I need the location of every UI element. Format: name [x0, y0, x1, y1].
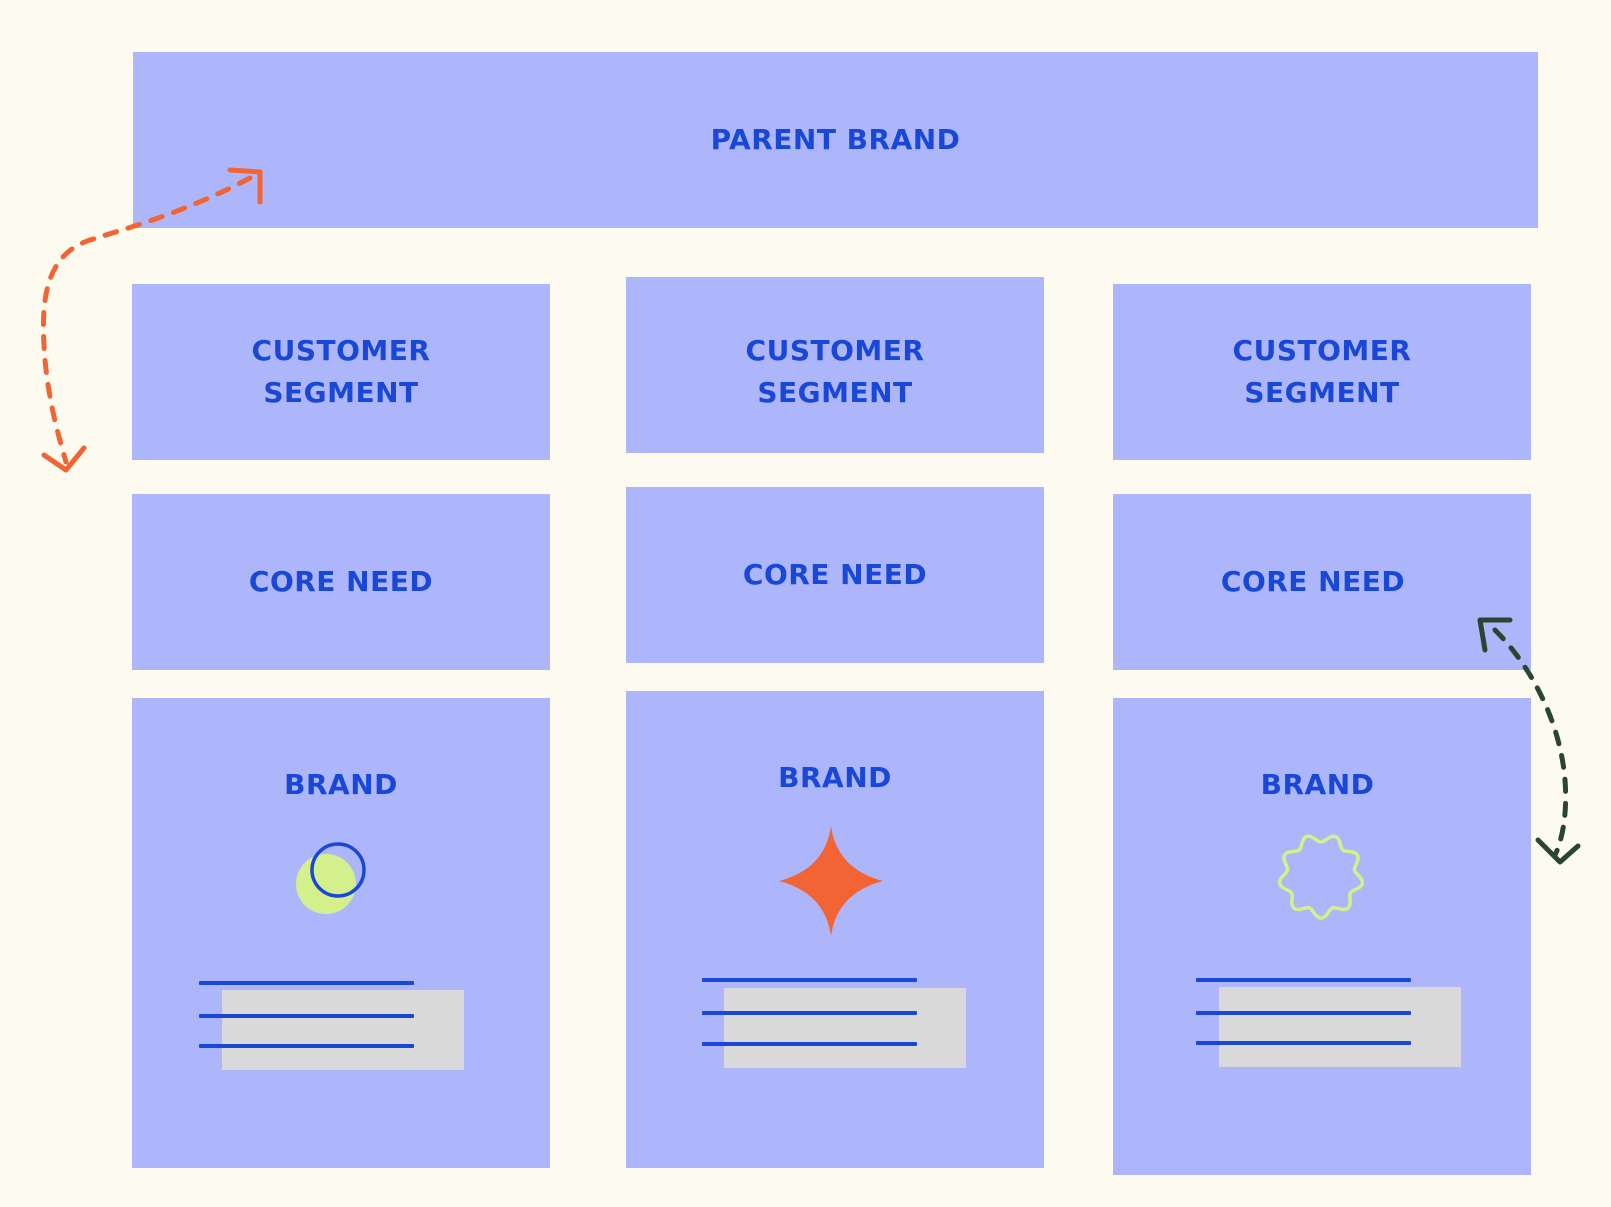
customer-segment-box-1: CUSTOMER SEGMENT — [132, 284, 550, 460]
customer-segment-label: CUSTOMER SEGMENT — [1233, 330, 1412, 414]
core-need-box-1: CORE NEED — [132, 494, 550, 670]
customer-segment-box-2: CUSTOMER SEGMENT — [626, 277, 1044, 453]
parent-brand-box: PARENT BRAND — [133, 52, 1538, 228]
core-need-label: CORE NEED — [742, 558, 928, 591]
customer-segment-line2: SEGMENT — [1244, 376, 1400, 409]
customer-segment-line1: CUSTOMER — [251, 334, 431, 367]
four-point-star-icon — [779, 826, 883, 936]
brand-label: BRAND — [1260, 768, 1375, 801]
customer-segment-line1: CUSTOMER — [745, 334, 925, 367]
text-line — [1196, 978, 1411, 982]
core-need-label: CORE NEED — [1220, 565, 1406, 598]
left-dotted-arrow-icon — [41, 167, 263, 473]
content-placeholder — [724, 988, 966, 1068]
text-line — [199, 981, 414, 985]
text-line — [702, 1042, 917, 1046]
core-need-label: CORE NEED — [248, 565, 434, 598]
text-line — [1196, 1041, 1411, 1045]
customer-segment-line2: SEGMENT — [757, 376, 913, 409]
text-line — [702, 1011, 917, 1015]
text-line — [199, 1014, 414, 1018]
core-need-box-3: CORE NEED — [1113, 494, 1531, 670]
brand-box-2: BRAND — [626, 691, 1044, 1168]
customer-segment-label: CUSTOMER SEGMENT — [252, 330, 431, 414]
customer-segment-line2: SEGMENT — [263, 376, 419, 409]
circle-overlap-icon — [296, 842, 366, 914]
content-placeholder — [1219, 987, 1461, 1067]
brand-label: BRAND — [778, 761, 892, 794]
parent-brand-label: PARENT BRAND — [710, 123, 961, 156]
text-line — [199, 1044, 414, 1048]
customer-segment-line1: CUSTOMER — [1232, 334, 1412, 367]
text-line — [702, 978, 917, 982]
brand-box-3: BRAND — [1113, 698, 1531, 1175]
customer-segment-box-3: CUSTOMER SEGMENT — [1113, 284, 1531, 460]
right-dotted-arrow-icon — [1477, 617, 1581, 865]
brand-box-1: BRAND — [132, 698, 550, 1168]
customer-segment-label: CUSTOMER SEGMENT — [746, 330, 925, 414]
text-line — [1196, 1011, 1411, 1015]
content-placeholder — [222, 990, 464, 1070]
core-need-box-2: CORE NEED — [626, 487, 1044, 663]
wavy-circle-icon — [1277, 834, 1365, 920]
brand-label: BRAND — [284, 768, 398, 801]
